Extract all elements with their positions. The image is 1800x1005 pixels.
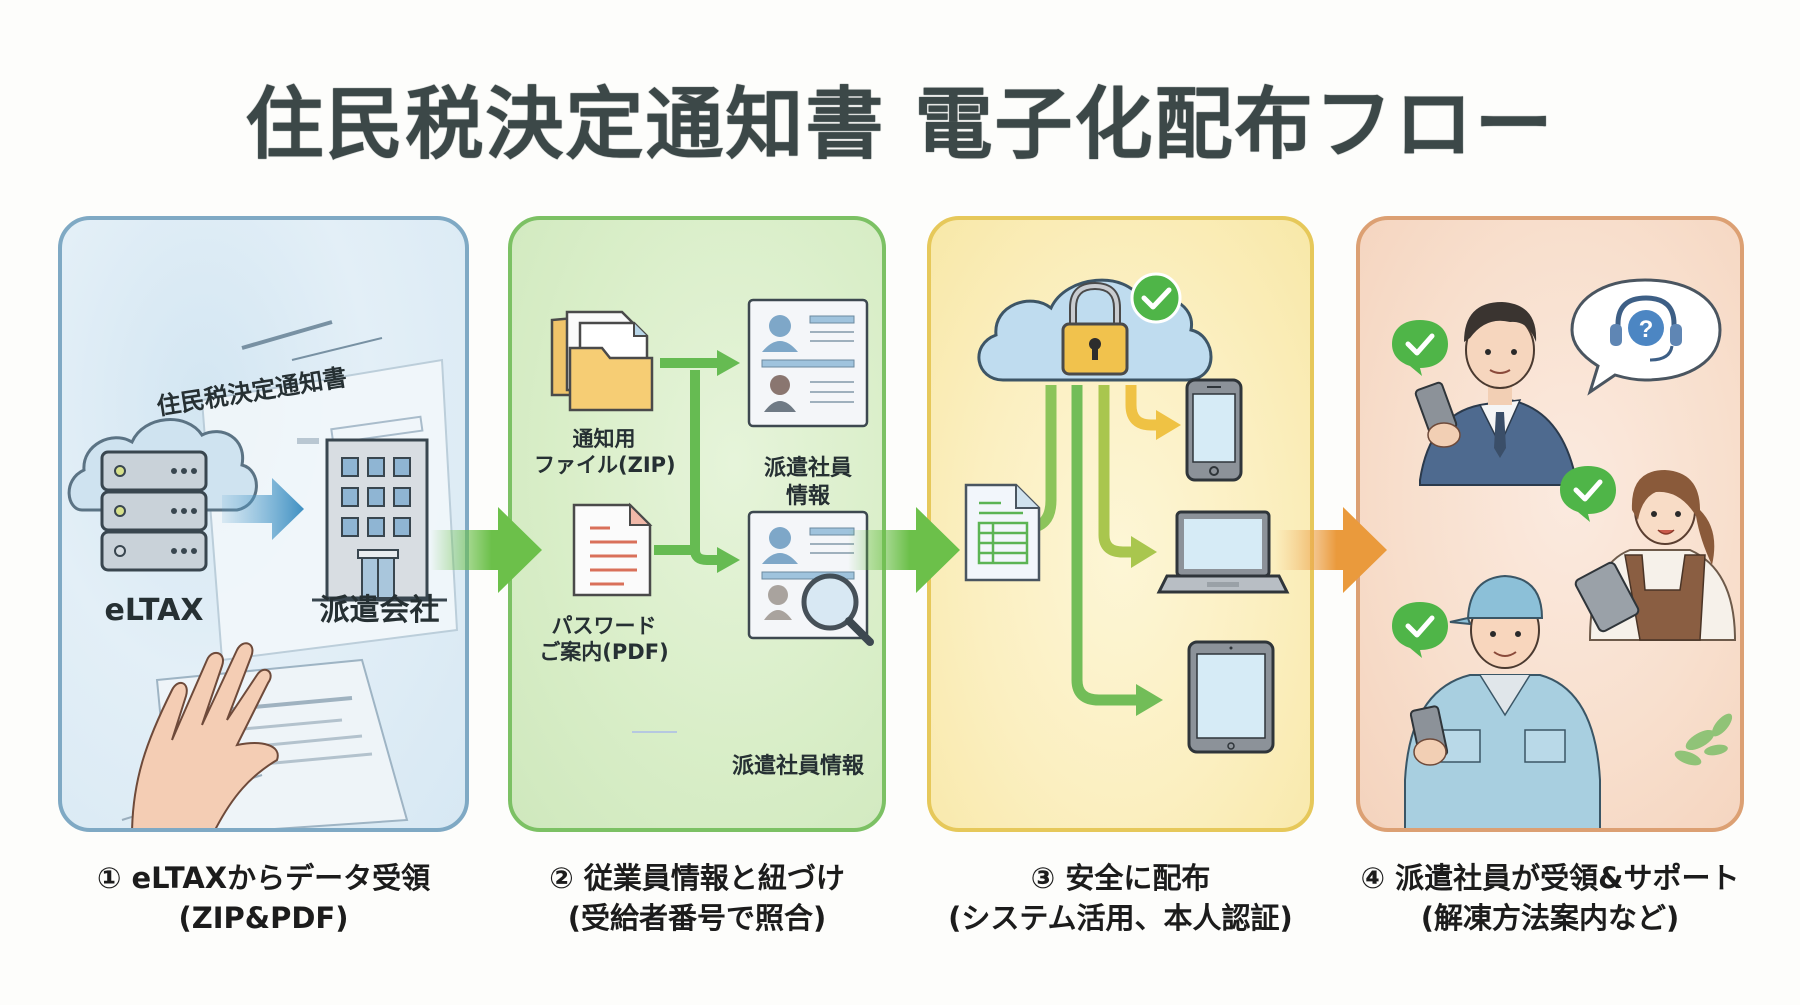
step-caption-2-detail: (受給者番号で照合) — [567, 901, 827, 935]
staff-info-label-top-line2: 情報 — [785, 483, 830, 509]
step-caption-3-title: ③ 安全に配布 — [1030, 861, 1211, 895]
receive-illustration — [67, 320, 459, 828]
spreadsheet-document-icon — [964, 483, 1041, 582]
factory-worker-icon — [1404, 574, 1601, 828]
office-building-icon — [312, 438, 447, 602]
zip-file-label-line1: 通知用 — [572, 427, 636, 451]
flow-arrow-step3-to-step4 — [1275, 507, 1387, 593]
plant-icon — [1674, 713, 1733, 766]
support-illustration: ? — [1392, 278, 1737, 828]
staff-info-label-top: 派遣社員 情報 — [742, 455, 874, 510]
check-badge-icon — [1130, 272, 1182, 324]
step-caption-1-detail: (ZIP&PDF) — [178, 901, 349, 935]
step-caption-4: ④ 派遣社員が受領&サポート (解凍方法案内など) — [1320, 858, 1780, 938]
step-caption-1: ① eLTAXからデータ受領 (ZIP&PDF) — [58, 858, 469, 938]
server-icon — [100, 450, 208, 572]
svg-text:?: ? — [1639, 316, 1654, 343]
step-panel-link: 通知用 ファイル(ZIP) パスワード ご案内(PDF) 派遣社員 情報 派遣社… — [508, 216, 886, 832]
smartphone-icon — [1185, 378, 1243, 482]
link-arrow-icon — [654, 358, 717, 565]
staff-info-label-top-line1: 派遣社員 — [763, 456, 852, 481]
check-bubble-icon — [1560, 466, 1616, 522]
step-panel-support: ? — [1356, 216, 1744, 832]
staff-info-label-bottom: 派遣社員情報 — [731, 754, 864, 779]
link-illustration — [550, 298, 874, 733]
padlock-icon — [1061, 281, 1129, 376]
flow-arrow-step2-to-step3 — [848, 507, 960, 593]
pdf-file-label-line2: ご案内(PDF) — [539, 640, 669, 665]
step-caption-3: ③ 安全に配布 (システム活用、本人認証) — [907, 858, 1334, 938]
zip-file-label-line2: ファイル(ZIP) — [534, 453, 676, 478]
step-caption-2-title: ② 従業員情報と紐づけ — [549, 861, 845, 895]
step-caption-2: ② 従業員情報と紐づけ (受給者番号で照合) — [498, 858, 896, 938]
page-title: 住民税決定通知書 電子化配布フロー — [245, 80, 1555, 170]
zip-folder-icon — [550, 310, 654, 412]
step-caption-4-title: ④ 派遣社員が受領&サポート — [1360, 861, 1740, 895]
pdf-file-label-line1: パスワード — [551, 614, 657, 638]
hand-icon — [131, 642, 279, 828]
pdf-document-icon — [572, 502, 653, 597]
step-panel-distribute — [927, 216, 1314, 832]
magnifier-icon — [801, 573, 874, 646]
staff-profile-card-icon — [747, 298, 869, 428]
zip-file-label: 通知用 ファイル(ZIP) — [534, 426, 676, 479]
check-bubble-icon — [1392, 602, 1448, 658]
step-caption-4-detail: (解凍方法案内など) — [1420, 901, 1680, 935]
check-bubble-icon — [1392, 320, 1448, 376]
step-caption-3-detail: (システム活用、本人認証) — [948, 901, 1293, 935]
distribution-arrowheads — [1131, 410, 1181, 716]
support-headset-icon: ? — [1570, 278, 1722, 396]
link-arrowheads — [717, 350, 740, 573]
distribute-illustration — [964, 272, 1290, 754]
tablet-icon — [1187, 640, 1275, 754]
flow-arrow-step1-to-step2 — [430, 507, 542, 593]
destination-label: 派遣会社 — [319, 593, 440, 628]
shop-staff-icon — [1574, 470, 1737, 641]
office-worker-icon — [1414, 302, 1576, 486]
laptop-icon — [1156, 510, 1290, 594]
arrow-right-icon — [222, 478, 304, 540]
step-panel-receive: 住民税決定通知書 eLTAX 派遣会社 — [58, 216, 469, 832]
source-label: eLTAX — [104, 593, 204, 628]
pdf-file-label: パスワード ご案内(PDF) — [534, 613, 674, 666]
step-caption-1-title: ① eLTAXからデータ受領 — [96, 861, 431, 895]
